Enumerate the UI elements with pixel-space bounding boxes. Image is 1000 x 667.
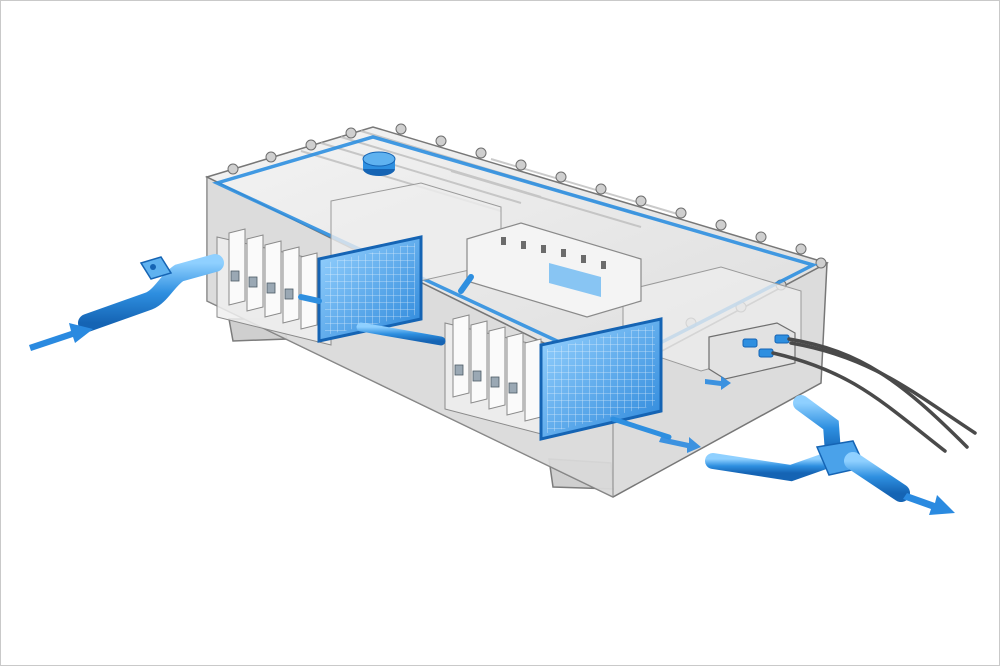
internal-coolant-lines bbox=[298, 274, 672, 440]
module-fins-front bbox=[452, 314, 542, 422]
cooling-plate-front-grid bbox=[547, 325, 655, 433]
housing-flow-arrow-1 bbox=[659, 437, 701, 453]
outlet-riser bbox=[793, 395, 841, 461]
outlet-pipe-run bbox=[705, 451, 839, 482]
inlet-bracket-hole bbox=[150, 264, 156, 270]
coolant-line-inner-2 bbox=[356, 322, 446, 346]
cables bbox=[771, 337, 977, 453]
cooling-plate-left-grid bbox=[325, 243, 415, 335]
coolant-line-inner-3 bbox=[610, 416, 672, 440]
module-connectors-front bbox=[454, 364, 518, 394]
connector-plugs bbox=[742, 334, 790, 358]
power-module-stack-left bbox=[216, 228, 423, 346]
module-connectors-left bbox=[230, 270, 294, 300]
connector-housing bbox=[708, 322, 796, 380]
capacitor-terminals bbox=[501, 237, 606, 269]
inlet-flow-arrow bbox=[29, 323, 93, 351]
power-module-stack-front bbox=[444, 314, 663, 441]
inlet-pipe bbox=[78, 254, 224, 332]
module-fins-left bbox=[228, 228, 318, 330]
outlet-pipe-exit bbox=[844, 452, 910, 502]
fill-cap-icon bbox=[362, 151, 396, 176]
coolant-line-inner-4 bbox=[458, 274, 474, 294]
housing-flow-arrow-2 bbox=[705, 376, 731, 390]
capacitor-block bbox=[466, 222, 642, 318]
capacitor-blue-strip bbox=[549, 263, 601, 297]
lid-gasket bbox=[212, 135, 818, 369]
outlet-flow-arrow bbox=[903, 493, 955, 515]
coolant-outlet bbox=[659, 376, 955, 515]
coolant-line-inner-1 bbox=[298, 294, 322, 304]
coolant-inlet bbox=[29, 254, 224, 351]
connector-block bbox=[708, 322, 977, 453]
inlet-pipe-bracket bbox=[139, 256, 173, 280]
